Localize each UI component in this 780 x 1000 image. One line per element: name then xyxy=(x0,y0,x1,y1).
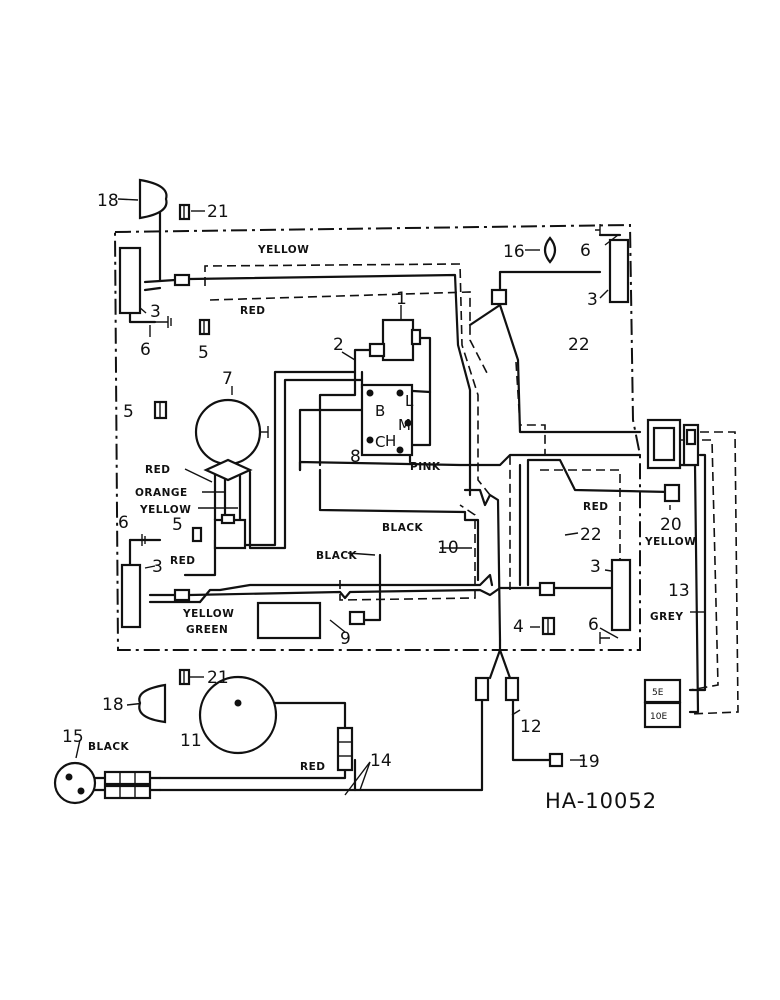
callout-3-top-right: 3 xyxy=(587,290,598,310)
fuse-labels: 5E 10E xyxy=(650,688,667,722)
terminal-h: H xyxy=(385,432,396,450)
terminal-b: B xyxy=(375,402,385,420)
callout-22-top: 22 xyxy=(568,335,590,355)
callout-2: 2 xyxy=(333,335,344,355)
label-pink: PINK xyxy=(410,461,441,473)
label-red-lower: RED xyxy=(170,555,195,567)
callout-numbers: 18 21 16 6 3 22 3 6 5 1 2 7 5 8 6 5 3 10… xyxy=(62,191,690,772)
connector-21-top xyxy=(178,203,191,221)
callout-22-right: 22 xyxy=(580,525,602,545)
flasher-lamp-3-left-top xyxy=(118,246,142,315)
callout-6-left: 6 xyxy=(118,513,129,533)
label-red-right: RED xyxy=(583,501,608,513)
callout-20: 20 xyxy=(660,515,682,535)
callout-19: 19 xyxy=(578,752,600,772)
callout-5-a: 5 xyxy=(198,343,209,363)
connector-5-b xyxy=(153,400,168,420)
callout-5-b: 5 xyxy=(123,402,134,422)
callout-10: 10 xyxy=(437,538,459,558)
callout-13: 13 xyxy=(668,581,690,601)
fuse-block xyxy=(643,678,682,729)
module-9 xyxy=(256,601,322,640)
label-black-center: BLACK xyxy=(382,522,424,534)
callout-3-left: 3 xyxy=(152,557,163,577)
flasher-lamp-3-left-bottom xyxy=(120,563,142,629)
callout-18-bottom: 18 xyxy=(102,695,124,715)
terminal-l: L xyxy=(405,392,414,410)
connector-5-a xyxy=(198,318,211,336)
label-red-top: RED xyxy=(240,305,265,317)
component-1 xyxy=(368,318,422,362)
callout-21-top: 21 xyxy=(207,202,229,222)
wire-color-labels: YELLOW RED RED ORANGE YELLOW RED YELLOW … xyxy=(88,244,696,773)
connector-4 xyxy=(541,616,556,636)
label-black-left: BLACK xyxy=(316,550,358,562)
connector-plugs xyxy=(103,273,564,800)
callout-6-top-right: 6 xyxy=(580,241,591,261)
label-red-left: RED xyxy=(145,464,170,476)
label-yellow-top: YELLOW xyxy=(257,244,309,256)
relay-block xyxy=(213,513,247,550)
fuse-label-10e: 10E xyxy=(650,712,667,722)
work-lamp-18-bottom xyxy=(138,683,167,724)
terminal-c: C xyxy=(375,433,385,451)
callout-7: 7 xyxy=(222,369,233,389)
work-lamp-18-top xyxy=(138,178,168,220)
callout-1: 1 xyxy=(396,289,407,309)
connector-21-bottom xyxy=(178,668,191,686)
switch-panel xyxy=(646,418,700,470)
terminal-m: M xyxy=(398,416,411,434)
callout-18-top: 18 xyxy=(97,191,119,211)
callout-15: 15 xyxy=(62,727,84,747)
fuse-label-5e: 5E xyxy=(652,688,664,698)
switch-20 xyxy=(663,483,681,503)
label-grey: GREY xyxy=(650,611,683,623)
switch-8 xyxy=(360,383,414,457)
switch-terminals: B L M C H xyxy=(375,392,414,451)
horn-16 xyxy=(543,236,557,264)
flasher-lamp-3-right-bottom xyxy=(610,558,632,632)
callout-6-top-left: 6 xyxy=(140,340,151,360)
callout-4: 4 xyxy=(513,617,524,637)
cab-outline xyxy=(113,223,641,651)
label-yellow-green-2: GREEN xyxy=(186,624,228,636)
connector-5-c xyxy=(191,526,203,543)
label-yellow-left: YELLOW xyxy=(139,504,191,516)
drawing-id: HA-10052 xyxy=(545,789,657,813)
label-black-bottom: BLACK xyxy=(88,741,130,753)
outlet-15 xyxy=(53,761,97,805)
callout-3-right: 3 xyxy=(590,557,601,577)
callout-9: 9 xyxy=(340,629,351,649)
label-yellow-right: YELLOW xyxy=(644,536,696,548)
callout-5-c: 5 xyxy=(172,515,183,535)
callout-14: 14 xyxy=(370,751,392,771)
callout-8: 8 xyxy=(350,447,361,467)
callout-11: 11 xyxy=(180,731,202,751)
label-red-bottom: RED xyxy=(300,761,325,773)
ground-symbols xyxy=(140,224,610,644)
gauge-7 xyxy=(194,398,269,482)
callout-21-bottom: 21 xyxy=(207,668,229,688)
label-yellow-green-1: YELLOW xyxy=(182,608,234,620)
callout-6-right: 6 xyxy=(588,615,599,635)
label-orange-left: ORANGE xyxy=(135,487,188,499)
callout-12: 12 xyxy=(520,717,542,737)
flasher-lamp-3-right-top xyxy=(608,238,630,304)
callout-3-top-left: 3 xyxy=(150,302,161,322)
callout-16: 16 xyxy=(503,242,525,262)
radio-11 xyxy=(198,675,278,755)
